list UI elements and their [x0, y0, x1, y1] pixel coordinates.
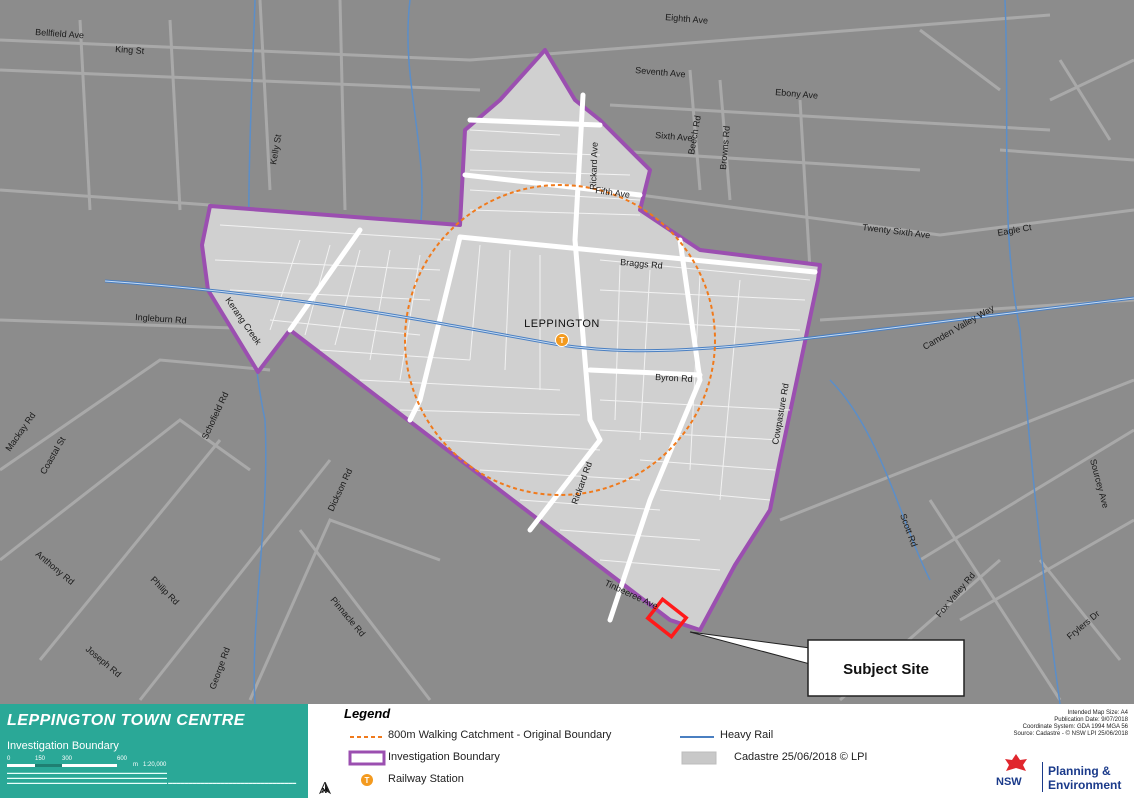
- scale-label: 150: [35, 756, 46, 762]
- legend-label: Railway Station: [388, 773, 464, 785]
- legend-swatch-catchment: [350, 736, 384, 738]
- svg-text:T: T: [365, 776, 370, 785]
- scale-label: 0: [7, 756, 11, 762]
- legend-station-icon: T: [361, 774, 373, 786]
- street-label: Braggs Rd: [620, 257, 663, 271]
- scale-ratio: 1:20,000: [143, 762, 167, 768]
- nsw-logo: NSW Planning & Environment: [996, 752, 1130, 794]
- scale-segment: [62, 764, 117, 767]
- title-block: LEPPINGTON TOWN CENTRE Investigation Bou…: [0, 704, 308, 798]
- map-info-line: Publication Date: 9/07/2018: [1054, 717, 1128, 723]
- map-info-line: Coordinate System: GDA 1994 MGA 56: [1022, 724, 1128, 730]
- street-label: Bellfield Ave: [35, 27, 84, 40]
- map-info-line: Intended Map Size: A4: [1067, 710, 1128, 716]
- north-arrow-icon: [318, 782, 332, 795]
- subject-site-marker[interactable]: [645, 596, 689, 640]
- waratah-icon: [1005, 754, 1027, 771]
- heavy-rail: [104, 279, 1134, 353]
- town-roads: [287, 92, 818, 623]
- disclaimer-text: ▬▬▬▬▬▬▬▬▬▬▬▬▬▬▬▬▬▬▬▬▬▬▬▬▬▬▬▬▬▬▬▬▬▬▬▬▬▬▬▬…: [7, 770, 297, 785]
- investigation-boundary: [200, 48, 822, 632]
- map-canvas[interactable]: T LEPPINGTON Subject Site Eighth Ave Bel…: [0, 0, 1134, 704]
- walking-catchment-circle: [404, 184, 716, 496]
- street-label: Seventh Ave: [635, 65, 686, 79]
- svg-text:T: T: [560, 336, 565, 345]
- street-label: Rickard Ave: [588, 142, 600, 190]
- scale-unit: m: [133, 762, 138, 768]
- map-info-line: Source: Cadastre - © NSW LPI 25/06/2018: [1013, 731, 1128, 737]
- street-label: Ebony Ave: [775, 87, 819, 101]
- legend-swatch-cadastre: [681, 751, 717, 765]
- street-label: Ingleburn Rd: [135, 312, 187, 326]
- street-label: King St: [115, 44, 145, 56]
- street-label: Browns Rd: [718, 125, 732, 170]
- map-subtitle: Investigation Boundary: [7, 740, 119, 752]
- subject-site-label: Subject Site: [843, 661, 929, 678]
- scale-label: 600: [117, 756, 128, 762]
- subject-site-callout: [807, 639, 965, 697]
- legend-label: Investigation Boundary: [388, 751, 500, 763]
- map-title: LEPPINGTON TOWN CENTRE: [7, 712, 245, 729]
- street-label: Eighth Ave: [665, 12, 709, 26]
- legend-label: 800m Walking Catchment - Original Bounda…: [388, 729, 612, 741]
- legend-title: Legend: [344, 706, 391, 721]
- scale-label: 300: [62, 756, 73, 762]
- creek-lines: [248, 0, 1061, 704]
- street-label: Sixth Ave: [655, 130, 693, 143]
- legend-label: Cadastre 25/06/2018 © LPI: [734, 751, 868, 763]
- logo-nsw: NSW: [996, 776, 1022, 788]
- map-info: Intended Map Size: A4 Publication Date: …: [908, 710, 1128, 738]
- map-footer: LEPPINGTON TOWN CENTRE Investigation Bou…: [0, 704, 1134, 798]
- place-label: LEPPINGTON: [524, 318, 600, 330]
- street-label: Fifth Ave: [595, 185, 631, 200]
- logo-line2: Environment: [1048, 778, 1122, 792]
- logo-divider: [1042, 762, 1043, 792]
- scale-segment: [7, 764, 35, 767]
- logo-line1: Planning &: [1048, 764, 1111, 778]
- legend-label: Heavy Rail: [720, 729, 774, 741]
- legend: Legend 800m Walking Catchment - Original…: [340, 706, 940, 798]
- railway-station-icon[interactable]: T: [555, 333, 569, 347]
- legend-swatch-boundary: [348, 750, 386, 766]
- background-roads: [0, 0, 1134, 702]
- scale-segment: [35, 764, 62, 767]
- scale-bar: 0 150 300 600 m 1:20,000: [7, 756, 197, 768]
- street-label: Byron Rd: [655, 372, 693, 384]
- legend-swatch-rail: [680, 736, 714, 738]
- north-label: N: [322, 788, 328, 795]
